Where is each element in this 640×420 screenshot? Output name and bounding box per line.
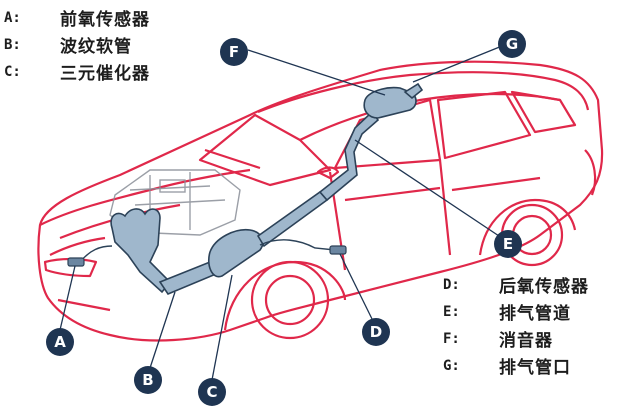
leader-lines (59, 45, 506, 381)
legend-item-e: E: 排气管道 (443, 298, 589, 325)
flex-pipe (158, 260, 218, 295)
legend-item-b: B: 波纹软管 (4, 31, 150, 58)
legend-top-left: A: 前氧传感器 B: 波纹软管 C: 三元催化器 (4, 4, 150, 85)
legend-item-f: F: 消音器 (443, 325, 589, 352)
exhaust-system (110, 82, 424, 295)
legend-item-g: G: 排气管口 (443, 352, 589, 379)
legend-item-c: C: 三元催化器 (4, 58, 150, 85)
legend-label: 前氧传感器 (60, 10, 150, 30)
muffler (363, 86, 417, 119)
callout-g: G (498, 30, 526, 58)
oxygen-sensors (67, 245, 347, 267)
legend-key: A: (4, 9, 21, 26)
callout-f: F (220, 38, 248, 66)
legend-label: 排气管口 (499, 358, 571, 378)
callout-d: D (362, 318, 390, 346)
catalytic-converter (207, 228, 264, 278)
legend-key: E: (443, 303, 460, 320)
legend-bottom-right: D: 后氧传感器 E: 排气管道 F: 消音器 G: 排气管口 (443, 271, 589, 379)
legend-label: 波纹软管 (60, 37, 132, 57)
callout-b: B (134, 366, 162, 394)
legend-item-d: D: 后氧传感器 (443, 271, 589, 298)
legend-key: G: (443, 357, 460, 374)
legend-label: 三元催化器 (60, 64, 150, 84)
legend-key: D: (443, 276, 460, 293)
exhaust-pipe (256, 190, 329, 248)
callout-c: C (198, 378, 226, 406)
tail-pipe (403, 82, 424, 100)
legend-label: 后氧传感器 (499, 277, 589, 297)
exhaust-manifold (110, 208, 172, 294)
callout-a: A (46, 328, 74, 356)
legend-label: 消音器 (499, 331, 553, 351)
exhaust-pipe-rear (318, 110, 380, 202)
legend-key: B: (4, 36, 21, 53)
legend-label: 排气管道 (499, 304, 571, 324)
legend-key: F: (443, 330, 460, 347)
legend-item-a: A: 前氧传感器 (4, 4, 150, 31)
legend-key: C: (4, 63, 21, 80)
callout-e: E (494, 230, 522, 258)
